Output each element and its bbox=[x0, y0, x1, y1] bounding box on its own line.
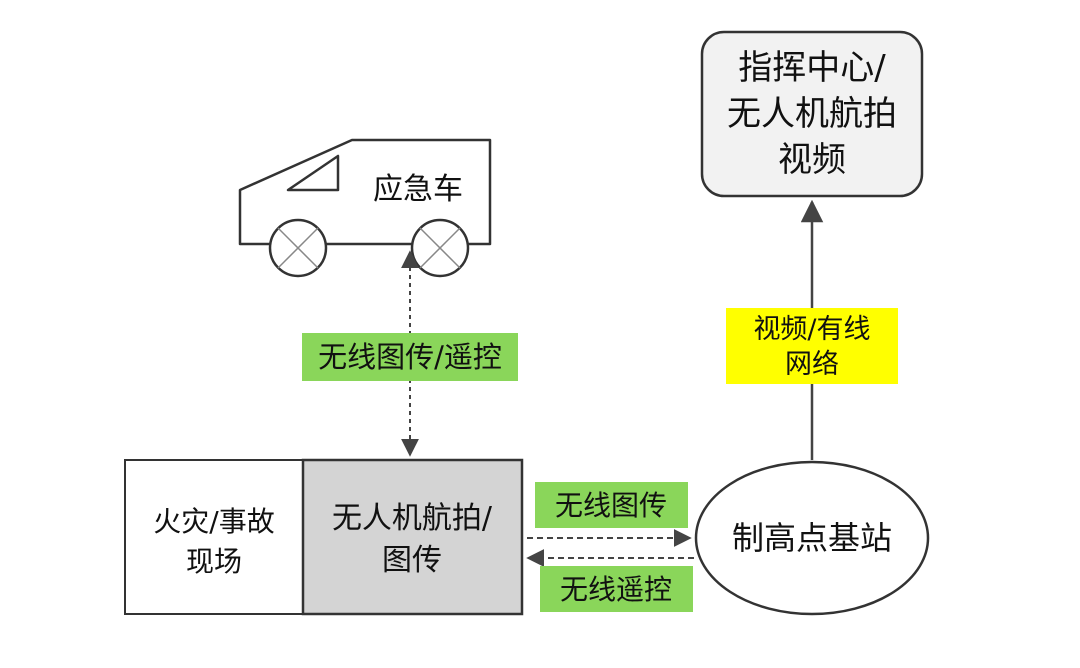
command-center-node: 指挥中心/ 无人机航拍 视频 bbox=[700, 30, 924, 198]
wheel-icon bbox=[268, 218, 328, 278]
command-center-line-1: 指挥中心/ bbox=[738, 48, 886, 88]
scene-line-1: 火灾/事故 bbox=[153, 505, 274, 538]
label-base-to-drone: 无线遥控 bbox=[540, 566, 693, 612]
scene-node: 火灾/事故 现场 bbox=[124, 459, 304, 615]
command-center-line-3: 视频 bbox=[778, 140, 846, 180]
base-station-label: 制高点基站 bbox=[732, 519, 892, 557]
drone-line-1: 无人机航拍/ bbox=[332, 501, 493, 536]
label-base-command-line-2: 网络 bbox=[785, 349, 839, 380]
command-center-line-2: 无人机航拍 bbox=[727, 94, 897, 134]
label-drone-vehicle: 无线图传/遥控 bbox=[302, 333, 518, 381]
label-base-command: 视频/有线 网络 bbox=[726, 308, 898, 384]
drone-line-2: 图传 bbox=[382, 543, 442, 578]
label-base-command-line-1: 视频/有线 bbox=[753, 314, 870, 345]
label-drone-to-base: 无线图传 bbox=[535, 482, 688, 528]
vehicle-window bbox=[286, 154, 340, 192]
drone-box bbox=[301, 458, 524, 616]
label-base-to-drone-text: 无线遥控 bbox=[560, 573, 672, 606]
wheel-icon bbox=[410, 218, 470, 278]
label-drone-vehicle-text: 无线图传/遥控 bbox=[318, 340, 502, 374]
vehicle-label: 应急车 bbox=[373, 172, 463, 207]
label-drone-to-base-text: 无线图传 bbox=[555, 489, 667, 522]
base-station-node: 制高点基站 bbox=[694, 460, 930, 616]
command-center-box bbox=[700, 30, 924, 198]
scene-box bbox=[124, 459, 304, 615]
vehicle-node: 应急车 bbox=[238, 138, 492, 278]
base-station-ellipse bbox=[694, 460, 930, 616]
drone-node: 无人机航拍/ 图传 bbox=[301, 458, 524, 616]
scene-line-2: 现场 bbox=[186, 545, 242, 578]
